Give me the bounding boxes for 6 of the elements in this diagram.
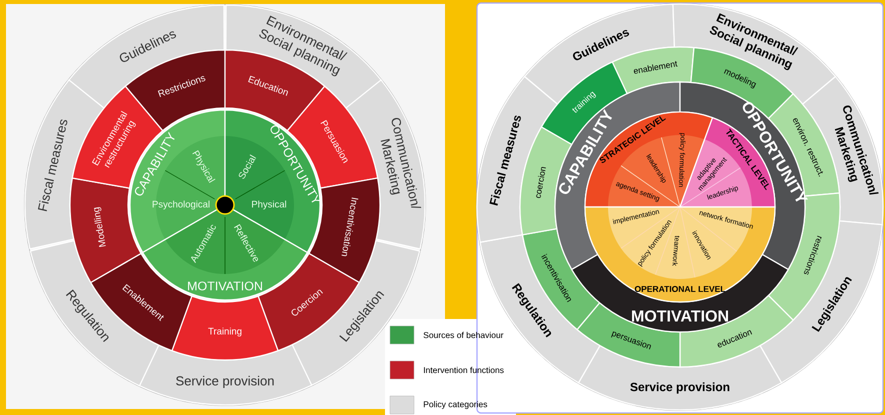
intervention-segment: Training xyxy=(171,296,279,361)
node-label: Service provision xyxy=(176,376,274,388)
legend-label: Policy categories xyxy=(424,401,488,409)
intervention-segment: enablement xyxy=(612,46,695,94)
node-label: Service provision xyxy=(630,382,730,394)
policy-segment: Service provision xyxy=(138,344,312,406)
